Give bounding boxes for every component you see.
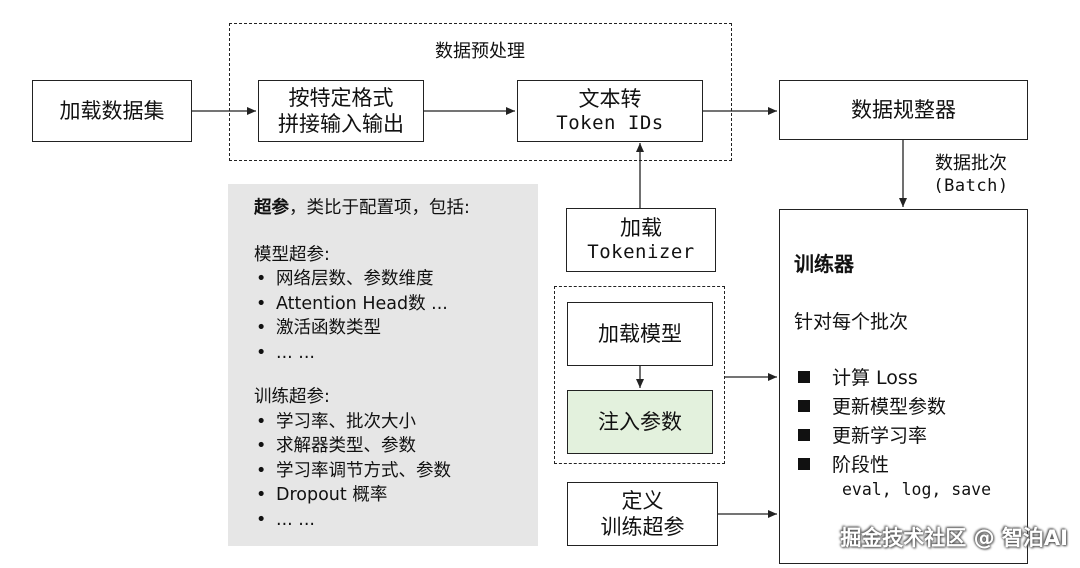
train-hparams-list: 学习率、批次大小 求解器类型、参数 学习率调节方式、参数 Dropout 概率 … [254, 410, 524, 533]
load-tokenizer-box: 加载 Tokenizer [566, 208, 716, 272]
batch-label: 数据批次 (Batch) [916, 152, 1026, 197]
square-bullet-icon [798, 428, 810, 441]
define-hparams-box: 定义 训练超参 [567, 482, 718, 546]
list-item: ... ... [254, 508, 524, 533]
hyperparams-panel: 超参，类比于配置项，包括: 模型超参: 网络层数、参数维度 Attention … [228, 184, 538, 546]
model-group [554, 286, 725, 464]
trainer-step-label: 计算 Loss [832, 367, 918, 389]
train-hparams-title: 训练超参: [254, 387, 330, 407]
list-item: 学习率调节方式、参数 [254, 459, 524, 484]
square-bullet-icon [798, 370, 810, 383]
trainer-step-detail: eval, log, save [842, 480, 992, 499]
load-tokenizer-line1: 加载 [620, 216, 662, 240]
batch-label-line2: (Batch) [933, 176, 1009, 197]
square-bullet-icon [798, 399, 810, 412]
load-dataset-label: 加载数据集 [59, 98, 165, 123]
list-item: Dropout 概率 [254, 483, 524, 508]
model-hparams-list: 网络层数、参数维度 Attention Head数 ... 激活函数类型 ...… [254, 267, 524, 365]
trainer-step: 计算 Loss [794, 362, 1027, 391]
preprocess-group [229, 23, 732, 161]
list-item: 网络层数、参数维度 [254, 267, 524, 292]
hyperparams-intro-bold: 超参 [254, 198, 289, 218]
inject-params-label: 注入参数 [598, 409, 682, 434]
list-item: Attention Head数 ... [254, 292, 524, 317]
tokenize-step-line1: 文本转 [578, 87, 642, 111]
tokenize-step-line2: Token IDs [556, 112, 664, 135]
trainer-step: 更新学习率 [794, 420, 1027, 449]
trainer-subtitle: 针对每个批次 [794, 311, 909, 333]
load-tokenizer-line2: Tokenizer [587, 241, 695, 264]
list-item: 激活函数类型 [254, 316, 524, 341]
trainer-step: 更新模型参数 [794, 391, 1027, 420]
list-item: 求解器类型、参数 [254, 434, 524, 459]
load-model-box: 加载模型 [567, 302, 713, 366]
trainer-step: 阶段性 [794, 449, 1027, 478]
trainer-step-label: 更新学习率 [832, 425, 928, 447]
preprocess-title: 数据预处理 [435, 41, 525, 62]
model-hparams-title: 模型超参: [254, 244, 330, 265]
inject-params-box: 注入参数 [567, 390, 713, 454]
define-hparams-line1: 定义 [621, 488, 664, 513]
load-model-label: 加载模型 [598, 321, 682, 346]
square-bullet-icon [798, 457, 810, 470]
trainer-step-label: 阶段性 [832, 454, 890, 476]
hyperparams-intro: 超参，类比于配置项，包括: [254, 196, 524, 221]
define-hparams-line2: 训练超参 [600, 515, 685, 539]
watermark: 掘金技术社区 @ 智泊AI [840, 526, 1068, 550]
format-step-line1: 按特定格式 [288, 85, 394, 110]
hyperparams-intro-rest: ，类比于配置项，包括: [289, 198, 470, 218]
batch-label-line1: 数据批次 [935, 153, 1007, 174]
format-step-box: 按特定格式 拼接输入输出 [258, 80, 424, 142]
format-step-line2: 拼接输入输出 [278, 112, 404, 136]
trainer-box: 训练器 针对每个批次 计算 Loss 更新模型参数 更新学习率 阶段性 eval… [779, 209, 1028, 564]
trainer-step-label: 更新模型参数 [832, 396, 947, 418]
list-item: 学习率、批次大小 [254, 410, 524, 435]
collator-box: 数据规整器 [779, 80, 1028, 140]
tokenize-step-box: 文本转 Token IDs [517, 80, 703, 142]
trainer-title: 训练器 [794, 252, 854, 276]
list-item: ... ... [254, 341, 524, 366]
collator-label: 数据规整器 [851, 97, 956, 122]
load-dataset-box: 加载数据集 [32, 80, 192, 142]
